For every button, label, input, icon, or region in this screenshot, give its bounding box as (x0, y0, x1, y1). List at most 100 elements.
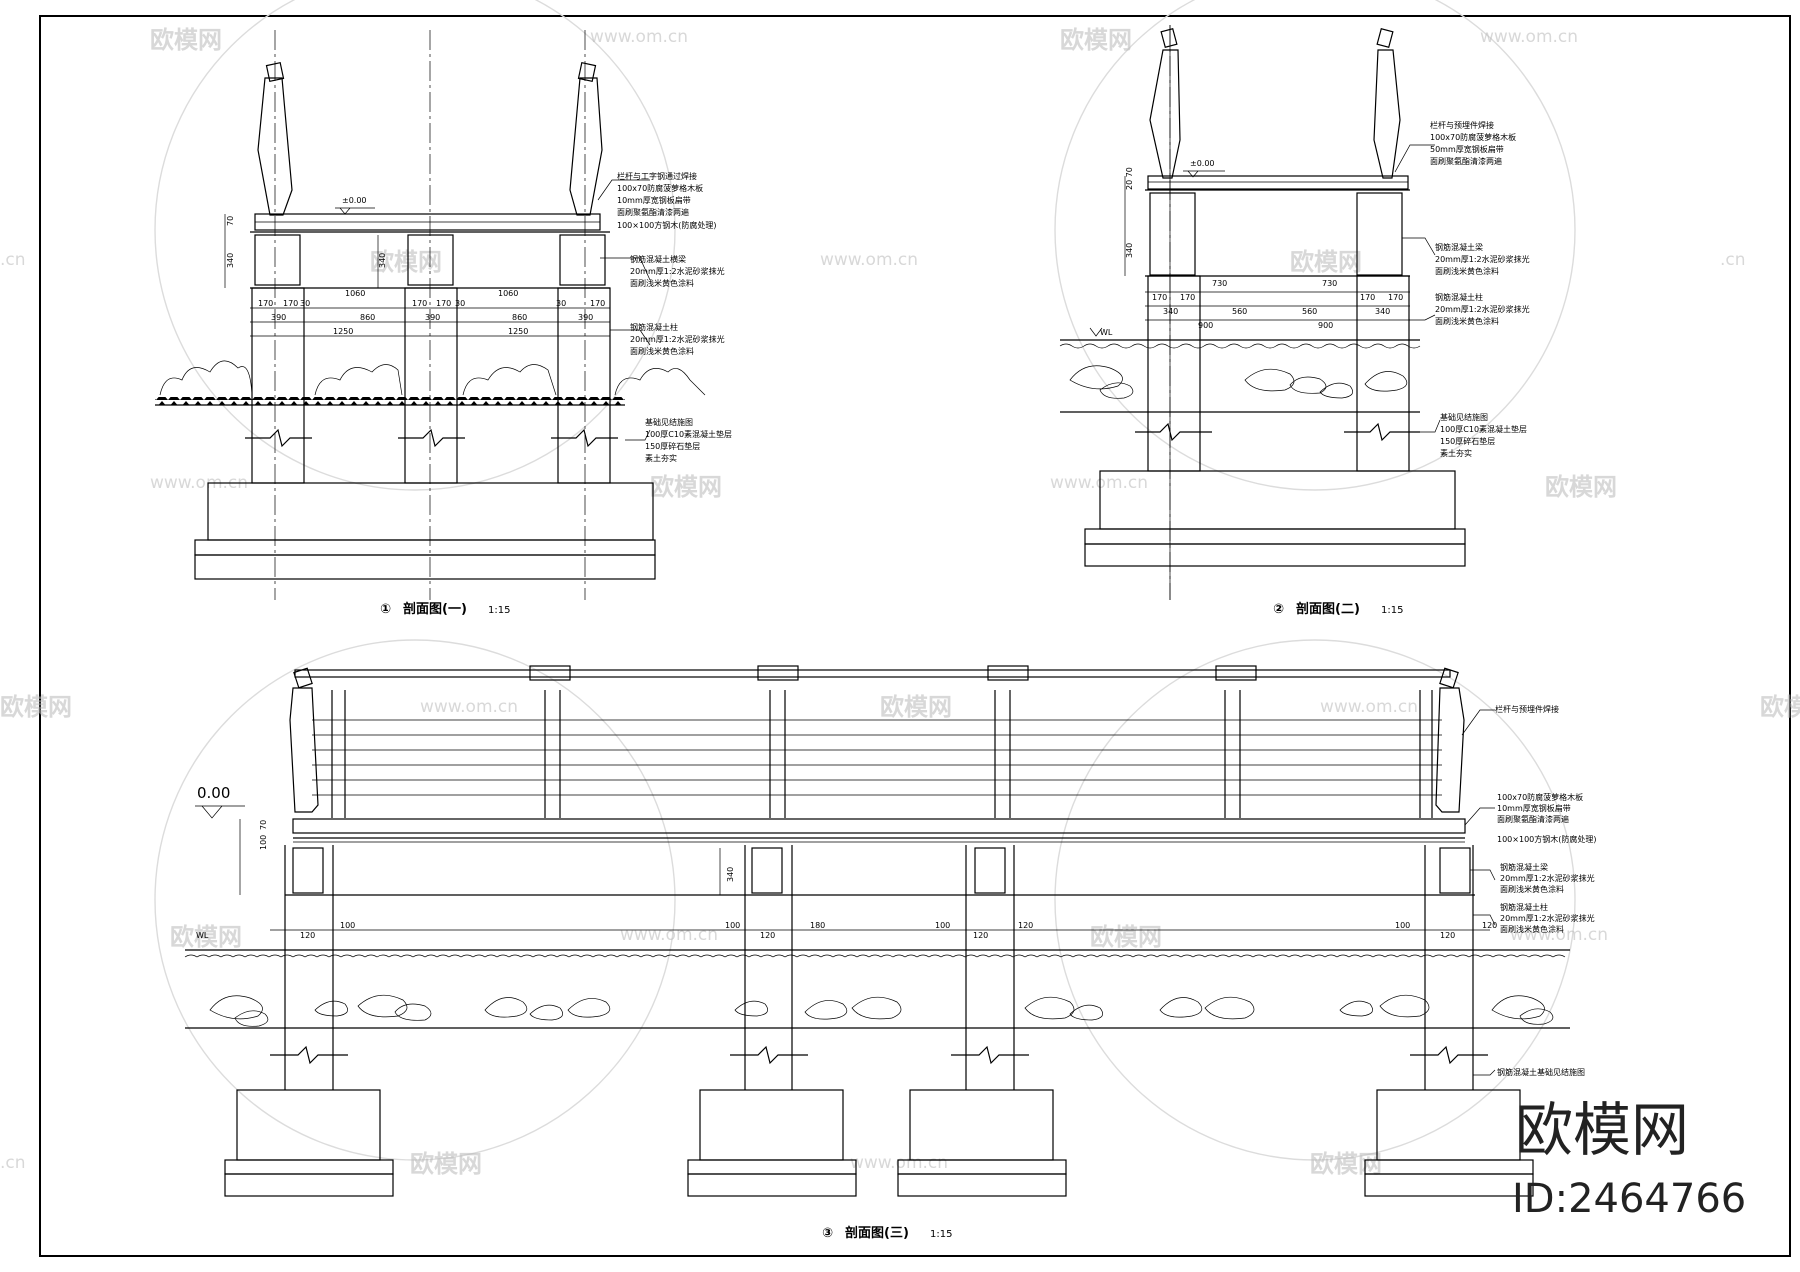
stone-group (1069, 365, 1408, 399)
note-text: 100厚C10素混凝土垫层 (1440, 424, 1527, 434)
dimension-label: 170 (412, 299, 427, 308)
watermark-url: www.om.cn (150, 473, 248, 493)
dimension-label: 100 (259, 835, 268, 850)
post-cap (577, 62, 597, 82)
section-number: ① (380, 602, 391, 617)
dimension-label: 860 (360, 313, 375, 322)
elevation-mark: 0.00 (197, 784, 230, 802)
note-text: 钢筋混凝土基础见结施图 (1497, 1067, 1585, 1077)
note-text: 素土夯实 (1440, 448, 1472, 458)
dimension-label: 560 (1302, 307, 1317, 316)
note-text: 面刷浅米黄色涂料 (1435, 316, 1499, 326)
note-text: 素土夯实 (645, 453, 677, 463)
note-text: 基础见结施图 (1440, 412, 1488, 422)
dimension-label: 340 (226, 253, 235, 268)
footing-concrete (699, 1089, 844, 1161)
dimension-label: 120 (1482, 921, 1497, 930)
watermark-url: .cn (0, 1153, 26, 1173)
sheet-border (39, 15, 1791, 1257)
post-cap (1439, 667, 1459, 689)
railing-post (1149, 49, 1181, 179)
note-text: 100×100方钢木(防腐处理) (1497, 834, 1596, 844)
watermark-url: .cn (0, 250, 26, 270)
watermark-url: www.om.cn (1510, 925, 1608, 945)
dimension-label: 340 (1375, 307, 1390, 316)
dimension-label: 170 (283, 299, 298, 308)
note-text: 钢筋混凝土柱 (630, 322, 678, 332)
watermark-logo: 欧模网 (1060, 26, 1132, 54)
note-text: 50mm厚宽钢板扁带 (1430, 144, 1504, 154)
section-title: 剖面图(二) (1296, 601, 1360, 617)
deck-board (1147, 175, 1409, 190)
dimension-label: 170 (590, 299, 605, 308)
concrete-beam (559, 234, 606, 286)
note-text: 栏杆与工字钢通过焊接 (617, 171, 697, 181)
brand-block: 欧模网 ID:2464766 (1512, 1096, 1746, 1222)
note-text: 钢筋混凝土横梁 (630, 254, 686, 264)
dimension-label: 170 (1180, 293, 1195, 302)
gravel-bed (1364, 1173, 1534, 1197)
dimension-label: 170 (1360, 293, 1375, 302)
note-text: 钢筋混凝土柱 (1435, 292, 1483, 302)
shrub-group (159, 360, 706, 396)
dimension-label: 180 (810, 921, 825, 930)
section-three-annotations: 0.00 WL 栏杆与预埋件焊接 100x70防腐菠萝格木板 10mm厚宽钢板扁… (195, 704, 1596, 1241)
note-text: 20mm厚1:2水泥砂浆抹光 (1500, 913, 1595, 923)
brand-id: ID:2464766 (1512, 1176, 1746, 1222)
dimension-label: 730 (1212, 279, 1227, 288)
gravel-bed (897, 1173, 1067, 1197)
ground-line (155, 397, 625, 405)
dimension-label: 120 (973, 931, 988, 940)
dimension-label: 730 (1322, 279, 1337, 288)
watermark-url: www.om.cn (1320, 697, 1418, 717)
elevation-mark: ±0.00 (1190, 159, 1215, 168)
dimension-label: 120 (1018, 921, 1033, 930)
section-scale: 1:15 (488, 605, 510, 616)
dimension-label: 340 (1125, 243, 1134, 258)
watermark-logo: 欧模网 (1290, 248, 1362, 276)
dimension-label: 30 (556, 299, 566, 308)
concrete-column (1147, 275, 1201, 472)
section-one-annotations: ±0.00 栏杆与工字钢通过焊接 100x70防腐菠萝格木板 10mm厚宽钢板扁… (226, 171, 732, 617)
watermark-logo: 欧模网 (1090, 923, 1162, 951)
dimension-label: 340 (1163, 307, 1178, 316)
section-scale: 1:15 (930, 1229, 952, 1240)
railing-post (1435, 687, 1465, 813)
dimension-label: 30 (300, 299, 310, 308)
dimension-label: 170 (258, 299, 273, 308)
concrete-beam (1439, 847, 1471, 894)
dimension-label: 30 (455, 299, 465, 308)
concrete-beam (292, 847, 324, 894)
dimension-label: 170 (1388, 293, 1403, 302)
dimension-label: 1060 (345, 289, 365, 298)
note-text: 20mm厚1:2水泥砂浆抹光 (1435, 254, 1530, 264)
concrete-beam (254, 234, 301, 286)
gravel-bed (224, 1173, 394, 1197)
dimension-label: 70 (259, 820, 268, 830)
watermark-logo: 欧模网 (880, 693, 952, 721)
water-level-label: WL (1100, 328, 1113, 337)
section-two-drawing (1059, 25, 1466, 600)
gravel-bed (687, 1173, 857, 1197)
concrete-column (1356, 275, 1410, 472)
post-cap (265, 62, 285, 82)
dimension-label: 1250 (333, 327, 353, 336)
deck-board (292, 818, 1466, 834)
dimension-label: 70 (226, 216, 235, 226)
note-text: 20mm厚1:2水泥砂浆抹光 (630, 334, 725, 344)
section-one-drawing (155, 30, 656, 600)
section-scale: 1:15 (1381, 605, 1403, 616)
note-text: 10mm厚宽钢板扁带 (1497, 803, 1571, 813)
watermark-url: www.om.cn (620, 925, 718, 945)
footing-concrete (1376, 1089, 1521, 1161)
post-cap (293, 667, 313, 689)
water-level-label: WL (196, 931, 209, 940)
railing-post (289, 687, 319, 813)
dimension-label: 390 (578, 313, 593, 322)
gravel-bed (1084, 543, 1466, 567)
dimension-label: 390 (425, 313, 440, 322)
section-number: ③ (822, 1226, 833, 1241)
watermark-url: www.om.cn (1050, 473, 1148, 493)
note-text: 20mm厚1:2水泥砂浆抹光 (1435, 304, 1530, 314)
watermark-url: www.om.cn (420, 697, 518, 717)
